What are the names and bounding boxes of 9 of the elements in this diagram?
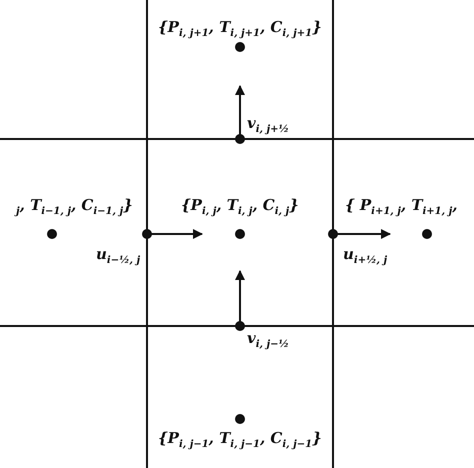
velocity-label: u$_{i+½, j}$	[343, 244, 388, 268]
variable-label: {P$_{i, j+1}$, T$_{i, j+1}$, C$_{i, j+1}$}	[158, 16, 322, 40]
variable-label: { P$_{i+1, j}$, T$_{i+1, j}$,	[345, 194, 458, 218]
velocity-label: u$_{i−½, j}$	[96, 244, 140, 268]
velocity-label: v$_{i, j+½}$	[247, 112, 289, 136]
variable-label: $_{j}$, T$_{i−1, j}$, C$_{i−1, j}$}	[16, 194, 133, 218]
variable-label: {P$_{i, j}$, T$_{i, j}$, C$_{i, j}$}	[181, 194, 299, 218]
variable-label: {P$_{i, j−1}$, T$_{i, j−1}$, C$_{i, j−1}$}	[158, 428, 322, 452]
velocity-label: v$_{i, j−½}$	[247, 328, 289, 352]
